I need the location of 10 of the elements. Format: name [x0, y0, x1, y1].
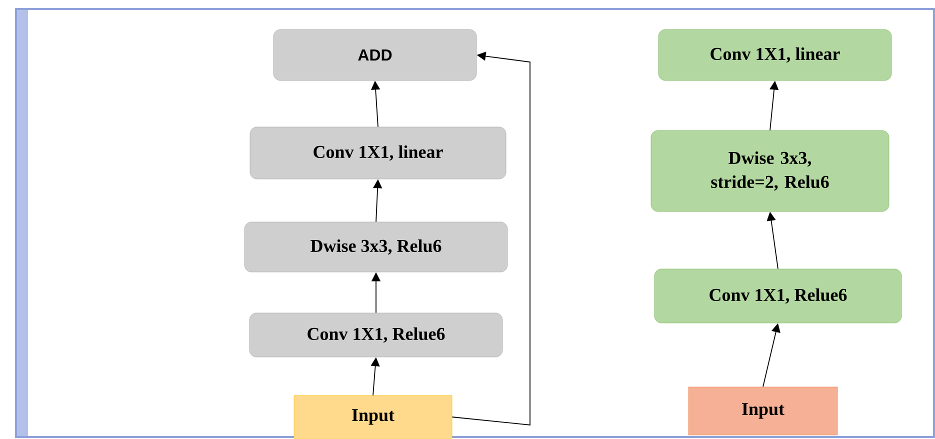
- layer-box: Dwise 3x3, Relu6: [244, 222, 508, 272]
- layer-box: Conv 1X1, linear: [250, 126, 506, 180]
- input-box: Input: [688, 386, 838, 436]
- layer-box: ADD: [273, 29, 477, 81]
- layer-box: Conv 1X1, linear: [658, 29, 892, 81]
- layer-box: Dwise 3x3, stride=2, Relu6: [650, 130, 890, 212]
- arrow: [452, 52, 530, 426]
- input-box: Input: [294, 395, 452, 439]
- layer-box: Conv 1X1, Relue6: [249, 312, 503, 358]
- layer-box: Conv 1X1, Relue6: [654, 268, 902, 324]
